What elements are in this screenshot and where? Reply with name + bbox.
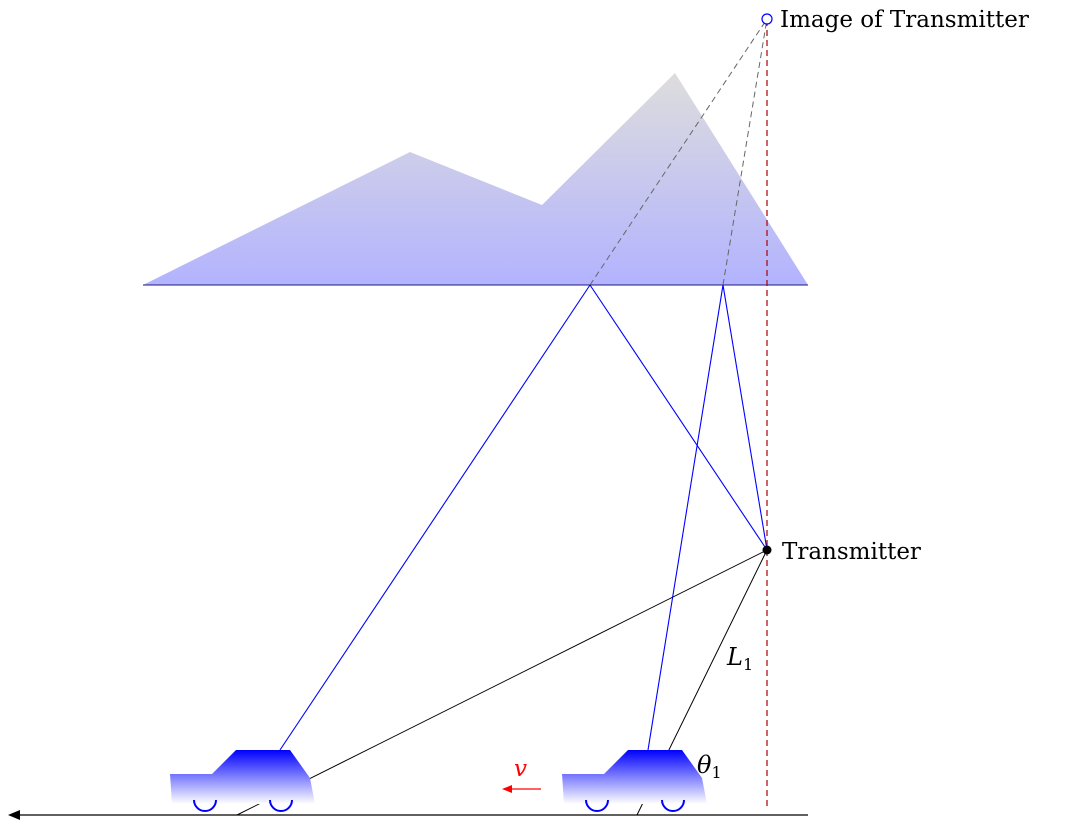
image-line-1	[589, 18, 768, 286]
path-length-subscript: 1	[743, 655, 753, 674]
transmitter-label: Transmitter	[782, 539, 921, 565]
car-1-front-wheel	[269, 799, 293, 812]
car-1	[170, 750, 315, 812]
car-1-rear-wheel	[193, 799, 217, 812]
car-2-front-wheel	[661, 799, 685, 812]
path-length-label: L1	[726, 643, 753, 674]
reflected-ray-car1-reflected	[279, 284, 591, 751]
car-2-body	[562, 750, 707, 804]
angle-subscript: 1	[711, 763, 721, 782]
reflected-ray-car2-incident	[722, 284, 768, 551]
image-of-transmitter-marker	[761, 13, 773, 25]
image-line-2	[722, 18, 768, 286]
reflected-ray-car2-reflected	[647, 284, 724, 751]
car-2-rear-wheel	[585, 799, 609, 812]
angle-symbol: θ	[697, 751, 712, 779]
ground-arrowhead	[8, 810, 20, 820]
direct-ray-car1	[236, 549, 768, 816]
transmitter-marker	[762, 545, 772, 555]
image-of-transmitter-label: Image of Transmitter	[780, 7, 1029, 33]
velocity-label: v	[514, 756, 527, 782]
angle-label: θ1	[697, 751, 722, 782]
path-length-symbol: L	[726, 643, 743, 671]
velocity-arrowhead	[502, 785, 512, 793]
reflected-ray-car1-incident	[589, 284, 768, 551]
car-1-body	[170, 750, 315, 804]
mountain	[143, 73, 808, 285]
car-2	[562, 750, 707, 812]
